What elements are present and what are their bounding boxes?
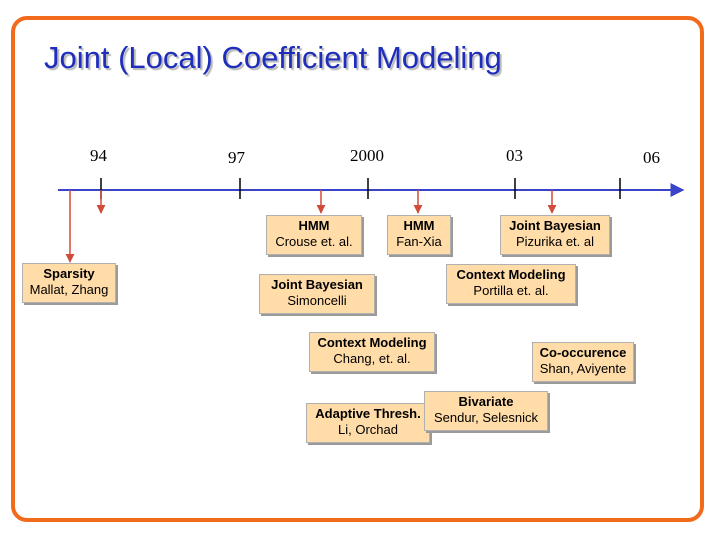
event-authors: Chang, et. al. (333, 351, 411, 366)
year-label-94: 94 (90, 146, 107, 165)
event-sparsity: Sparsity Mallat, Zhang (22, 263, 116, 303)
event-authors: Portilla et. al. (473, 283, 549, 298)
event-title: Sparsity (43, 266, 95, 281)
event-authors: Pizurika et. al (515, 234, 595, 249)
event-authors: Mallat, Zhang (29, 282, 109, 297)
year-label-06: 06 (643, 148, 660, 167)
event-authors: Li, Orchad (338, 422, 398, 437)
event-bivariate: Bivariate Sendur, Selesnick (424, 391, 548, 431)
event-jb-pizurika: Joint Bayesian Pizurika et. al (500, 215, 610, 255)
event-title: Co-occurence (539, 345, 627, 360)
event-authors: Shan, Aviyente (539, 361, 627, 376)
event-authors: Sendur, Selesnick (433, 410, 539, 425)
year-label-2000: 2000 (350, 146, 384, 165)
event-title: Bivariate (458, 394, 514, 409)
event-cooccurence: Co-occurence Shan, Aviyente (532, 342, 634, 382)
event-title: Joint Bayesian (271, 277, 363, 292)
event-cm-portilla: Context Modeling Portilla et. al. (446, 264, 576, 304)
event-authors: Fan-Xia (396, 234, 442, 249)
event-title: Context Modeling (317, 335, 427, 350)
year-label-97: 97 (228, 148, 245, 167)
event-title: HMM (298, 218, 330, 233)
event-title: Joint Bayesian (509, 218, 601, 233)
event-authors: Simoncelli (287, 293, 347, 308)
event-authors: Crouse et. al. (275, 234, 353, 249)
event-title: Adaptive Thresh. (315, 406, 421, 421)
event-hmm-crouse: HMM Crouse et. al. (266, 215, 362, 255)
event-jb-simoncelli: Joint Bayesian Simoncelli (259, 274, 375, 314)
event-cm-chang: Context Modeling Chang, et. al. (309, 332, 435, 372)
year-label-03: 03 (506, 146, 523, 165)
event-title: Context Modeling (456, 267, 566, 282)
event-hmm-fanxia: HMM Fan-Xia (387, 215, 451, 255)
event-adaptive-thresh: Adaptive Thresh. Li, Orchad (306, 403, 430, 443)
slide-title: Joint (Local) Coefficient Modeling (44, 40, 502, 75)
event-title: HMM (403, 218, 435, 233)
